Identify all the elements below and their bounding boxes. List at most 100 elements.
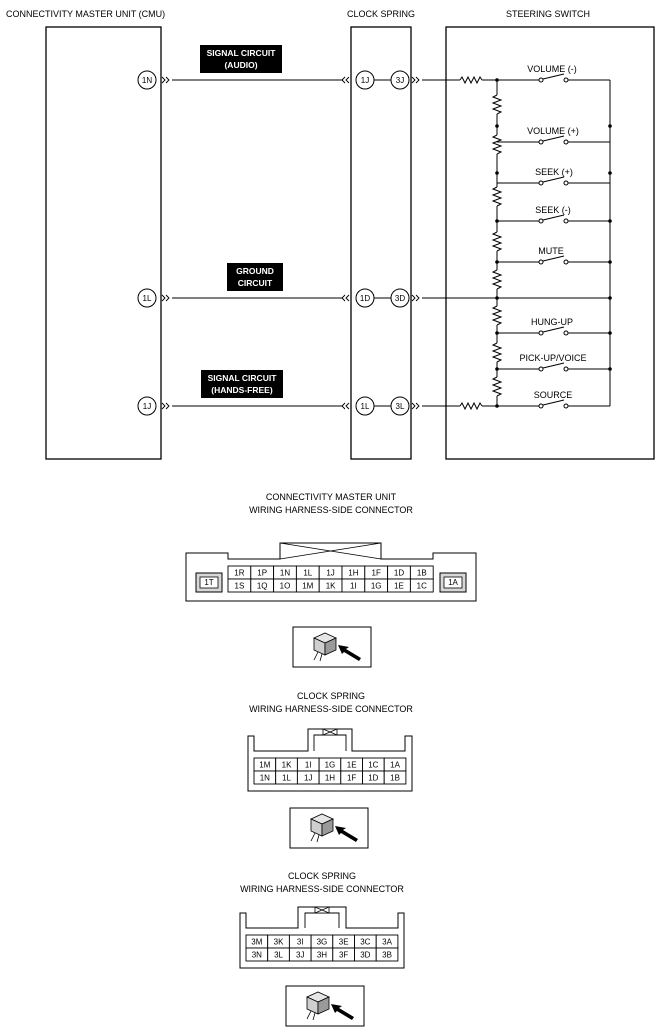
svg-text:1J: 1J xyxy=(361,76,369,85)
clock-spring-pin-3j: 3J xyxy=(390,70,410,90)
cmu-pin-1a-label: 1A xyxy=(448,578,458,587)
handsfree-circuit-label: SIGNAL CIRCUIT (HANDS-FREE) xyxy=(201,370,283,398)
connector-pin-label: 1M xyxy=(259,761,270,770)
clock-spring-pin-3l: 3L xyxy=(390,396,410,416)
switch-volume-plus: VOLUME (+) xyxy=(497,126,610,145)
cmu-box xyxy=(45,26,162,460)
connector-pin-label: 1A xyxy=(390,761,400,770)
clock-spring-pin-1d: 1D xyxy=(355,288,375,308)
connector-pin-label: 3H xyxy=(317,951,327,960)
svg-text:MUTE: MUTE xyxy=(538,246,564,256)
connector-pin-cell xyxy=(409,578,434,593)
connector-pin-label: 1R xyxy=(234,569,244,578)
cmu-connector-title-1: CONNECTIVITY MASTER UNIT xyxy=(266,492,397,502)
switch-mute: MUTE xyxy=(497,246,610,265)
svg-text:SOURCE: SOURCE xyxy=(534,390,573,400)
connector-pin-label: 3F xyxy=(339,951,348,960)
connector-pin-label: 1G xyxy=(325,761,336,770)
connector-pin-label: 1K xyxy=(282,761,292,770)
switch-volume-minus: VOLUME (-) xyxy=(497,64,610,83)
clock-spring-pin-1j: 1J xyxy=(355,70,375,90)
svg-text:PICK-UP/VOICE: PICK-UP/VOICE xyxy=(519,353,586,363)
switch-seek-plus: SEEK (+) xyxy=(497,167,610,186)
connector-pin-label: 3N xyxy=(252,951,262,960)
connector-pin-label: 3B xyxy=(382,951,392,960)
svg-text:(AUDIO): (AUDIO) xyxy=(224,60,257,70)
connector-view-icon xyxy=(292,626,372,668)
connector-pin-label: 1M xyxy=(302,582,313,591)
svg-text:1L: 1L xyxy=(361,402,370,411)
connector-pin-label: 3D xyxy=(360,951,370,960)
clock-spring-connector-1-title-1: CLOCK SPRING xyxy=(297,691,365,701)
clock-spring-connector-1: CLOCK SPRING WIRING HARNESS-SIDE CONNECT… xyxy=(247,691,413,792)
svg-text:HUNG-UP: HUNG-UP xyxy=(531,317,573,327)
svg-text:GROUND: GROUND xyxy=(236,266,274,276)
connector-pin-label: 3J xyxy=(296,951,304,960)
clock-spring-connector-2-title-1: CLOCK SPRING xyxy=(288,871,356,881)
svg-text:VOLUME (+): VOLUME (+) xyxy=(527,126,579,136)
connector-pin-cell xyxy=(383,770,407,785)
svg-text:3J: 3J xyxy=(396,76,404,85)
clock-spring-box xyxy=(350,26,412,460)
connector-pin-label: 1D xyxy=(368,774,378,783)
connector-pin-cell xyxy=(375,947,399,962)
connector-pin-label: 1B xyxy=(417,569,427,578)
connector-pin-label: 1D xyxy=(394,569,404,578)
connector-pin-label: 1L xyxy=(282,774,291,783)
connector-pin-label: 1L xyxy=(303,569,312,578)
cmu-pin-1l: 1L xyxy=(137,288,157,308)
svg-text:SIGNAL CIRCUIT: SIGNAL CIRCUIT xyxy=(208,373,278,383)
cmu-connector: CONNECTIVITY MASTER UNIT WIRING HARNESS-… xyxy=(185,492,477,602)
svg-text:1N: 1N xyxy=(142,76,152,85)
connector-pin-label: 1Q xyxy=(257,582,268,591)
connector-pin-label: 3K xyxy=(274,938,284,947)
svg-text:SEEK (-): SEEK (-) xyxy=(535,205,571,215)
svg-text:1J: 1J xyxy=(143,402,151,411)
connector-pin-label: 1I xyxy=(350,582,357,591)
svg-text:1D: 1D xyxy=(360,294,370,303)
cmu-connector-title-2: WIRING HARNESS-SIDE CONNECTOR xyxy=(249,505,413,515)
svg-text:3D: 3D xyxy=(395,294,405,303)
svg-text:VOLUME (-): VOLUME (-) xyxy=(527,64,577,74)
connector-pin-label: 3E xyxy=(339,938,349,947)
clock-spring-connector-2-title-2: WIRING HARNESS-SIDE CONNECTOR xyxy=(240,884,404,894)
connector-pin-label: 1J xyxy=(326,569,334,578)
connector-view-icon xyxy=(289,807,369,849)
connector-pin-label: 1F xyxy=(347,774,356,783)
steering-switch-box xyxy=(445,26,655,460)
junction-dots xyxy=(495,78,612,408)
cmu-pin-1n: 1N xyxy=(137,70,157,90)
svg-text:1L: 1L xyxy=(143,294,152,303)
connector-pin-label: 1N xyxy=(260,774,270,783)
connector-pin-label: 1E xyxy=(394,582,404,591)
series-resistors xyxy=(459,75,483,411)
svg-text:(HANDS-FREE): (HANDS-FREE) xyxy=(211,385,273,395)
svg-text:SIGNAL CIRCUIT: SIGNAL CIRCUIT xyxy=(207,48,277,58)
cmu-pin-1t-label: 1T xyxy=(204,578,213,587)
switch-pick-up-voice: PICK-UP/VOICE xyxy=(497,353,610,372)
connector-pin-label: 1E xyxy=(347,761,357,770)
connector-pin-label: 1I xyxy=(305,761,312,770)
connector-pin-label: 3A xyxy=(382,938,392,947)
clock-spring-pin-3d: 3D xyxy=(390,288,410,308)
steering-switch-header: STEERING SWITCH xyxy=(506,9,590,19)
connector-pin-label: 3C xyxy=(360,938,370,947)
switch-hung-up: HUNG-UP xyxy=(497,317,610,336)
connector-pin-label: 1H xyxy=(348,569,358,578)
connector-pin-label: 1J xyxy=(304,774,312,783)
connector-pin-label: 1C xyxy=(417,582,427,591)
connector-pin-label: 1G xyxy=(371,582,382,591)
connector-pin-label: 3G xyxy=(317,938,328,947)
connector-pin-label: 1N xyxy=(280,569,290,578)
connector-pin-label: 3M xyxy=(251,938,262,947)
connector-pin-label: 3L xyxy=(274,951,283,960)
svg-text:SEEK (+): SEEK (+) xyxy=(535,167,573,177)
svg-text:3L: 3L xyxy=(396,402,405,411)
connector-pin-label: 1S xyxy=(235,582,245,591)
clock-spring-internal-links xyxy=(374,79,391,407)
clock-spring-connector-1-title-2: WIRING HARNESS-SIDE CONNECTOR xyxy=(249,704,413,714)
cmu-header: CONNECTIVITY MASTER UNIT (CMU) xyxy=(6,9,165,19)
switch-source: SOURCE xyxy=(497,390,610,409)
connector-pin-label: 1K xyxy=(326,582,336,591)
audio-circuit-label: SIGNAL CIRCUIT (AUDIO) xyxy=(200,45,282,73)
